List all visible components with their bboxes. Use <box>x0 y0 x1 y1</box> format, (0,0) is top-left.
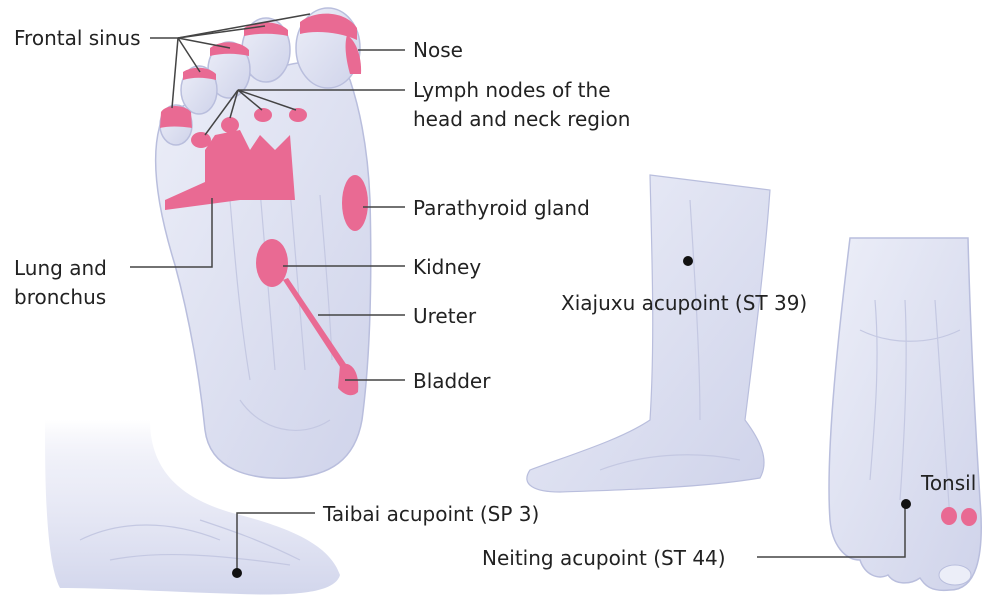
zone-lymph-4 <box>289 108 307 122</box>
zone-frontal-sinus-5 <box>160 106 192 128</box>
leg-lateral <box>527 175 770 492</box>
acupoint-taibai-dot <box>232 568 242 578</box>
zone-kidney <box>256 239 288 287</box>
label-frontal-sinus: Frontal sinus <box>14 26 141 50</box>
tonsil-zone-2 <box>961 508 977 526</box>
label-parathyroid: Parathyroid gland <box>413 196 590 220</box>
label-lymph-line2: head and neck region <box>413 107 630 131</box>
label-lung-line2: bronchus <box>14 285 106 309</box>
label-kidney: Kidney <box>413 255 481 279</box>
label-neiting: Neiting acupoint (ST 44) <box>482 546 726 570</box>
acupoint-neiting-dot <box>901 499 911 509</box>
label-tonsil: Tonsil <box>920 471 976 495</box>
acupoint-xiajuxu-dot <box>683 256 693 266</box>
label-ureter: Ureter <box>413 304 477 328</box>
tonsil-zone-1 <box>941 507 957 525</box>
label-bladder: Bladder <box>413 369 491 393</box>
label-xiajuxu: Xiajuxu acupoint (ST 39) <box>561 291 807 315</box>
label-nose: Nose <box>413 38 463 62</box>
zone-lymph-3 <box>254 108 272 122</box>
zone-lymph-2 <box>221 117 239 133</box>
label-lymph-line1: Lymph nodes of the <box>413 78 611 102</box>
label-taibai: Taibai acupoint (SP 3) <box>322 502 539 526</box>
toe-nail-big <box>939 565 971 585</box>
foot-sole <box>156 8 371 478</box>
leg-shape <box>527 175 770 492</box>
label-lung-line1: Lung and <box>14 256 107 280</box>
zone-parathyroid <box>342 175 368 231</box>
